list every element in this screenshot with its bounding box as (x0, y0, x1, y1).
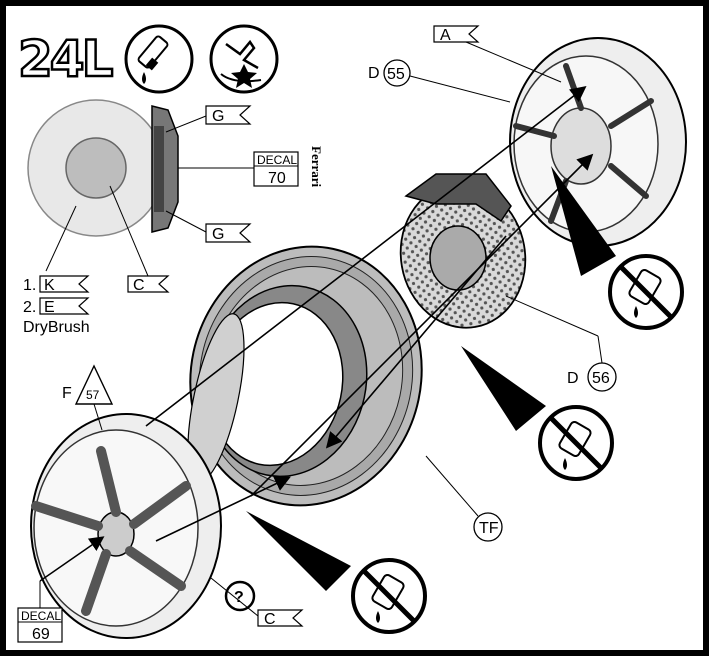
svg-text:69: 69 (32, 626, 50, 643)
callout-c-bottom: C (210, 577, 304, 628)
svg-text:57: 57 (86, 388, 100, 402)
svg-text:DECAL: DECAL (21, 609, 61, 623)
brake-disc-assembly (399, 173, 527, 329)
no-glue-icon (461, 346, 614, 481)
glue-tube-icon (124, 24, 194, 94)
callout-question: ? (224, 580, 256, 612)
svg-text:G: G (212, 226, 224, 243)
svg-text:70: 70 (268, 170, 286, 187)
svg-text:TF: TF (479, 520, 499, 537)
step-number: 24L (18, 30, 113, 88)
instruction-sheet: 24L G G DECAL 70 (6, 6, 703, 650)
callout-d55: D 55 (368, 59, 511, 103)
svg-text:E: E (44, 299, 55, 316)
drybrush-label: DryBrush (23, 319, 90, 336)
decal-69-tag: DECAL 69 (17, 536, 105, 643)
decal-70-tag: DECAL 70 (253, 151, 299, 187)
svg-text:C: C (133, 277, 145, 294)
svg-text:G: G (212, 108, 224, 125)
callout-f57: F 57 (62, 364, 114, 431)
callout-d56: D 56 (505, 295, 617, 392)
pliers-drybrush-icon (209, 24, 279, 94)
svg-text:D: D (368, 65, 380, 82)
no-glue-icon (246, 511, 427, 634)
svg-text:C: C (264, 611, 276, 628)
callout-e: 2. E (23, 297, 90, 316)
svg-text:A: A (440, 27, 451, 44)
front-wheel (30, 413, 222, 639)
callout-k: 1. K (23, 275, 90, 294)
ferrari-logo: Ferrari (309, 146, 324, 188)
brake-disc-detail (27, 99, 254, 277)
assembly-diagram: 24L G G DECAL 70 (17, 24, 687, 643)
svg-text:2.: 2. (23, 299, 36, 316)
svg-text:K: K (44, 277, 55, 294)
tire (187, 245, 423, 507)
svg-text:1.: 1. (23, 277, 36, 294)
callout-tf: TF (425, 455, 503, 542)
svg-text:DECAL: DECAL (257, 153, 297, 167)
no-glue-icon (551, 166, 684, 330)
callout-c-disc: C (127, 275, 170, 294)
callout-g-top: G (205, 105, 252, 125)
callout-a: A (433, 25, 562, 83)
svg-text:F: F (62, 385, 72, 402)
svg-text:D: D (567, 370, 579, 387)
callout-g-bottom: G (205, 223, 252, 243)
svg-text:56: 56 (592, 370, 610, 387)
assembly-arrows (145, 86, 594, 542)
rim-a (509, 37, 687, 247)
svg-text:?: ? (234, 589, 244, 606)
svg-text:55: 55 (387, 66, 405, 83)
